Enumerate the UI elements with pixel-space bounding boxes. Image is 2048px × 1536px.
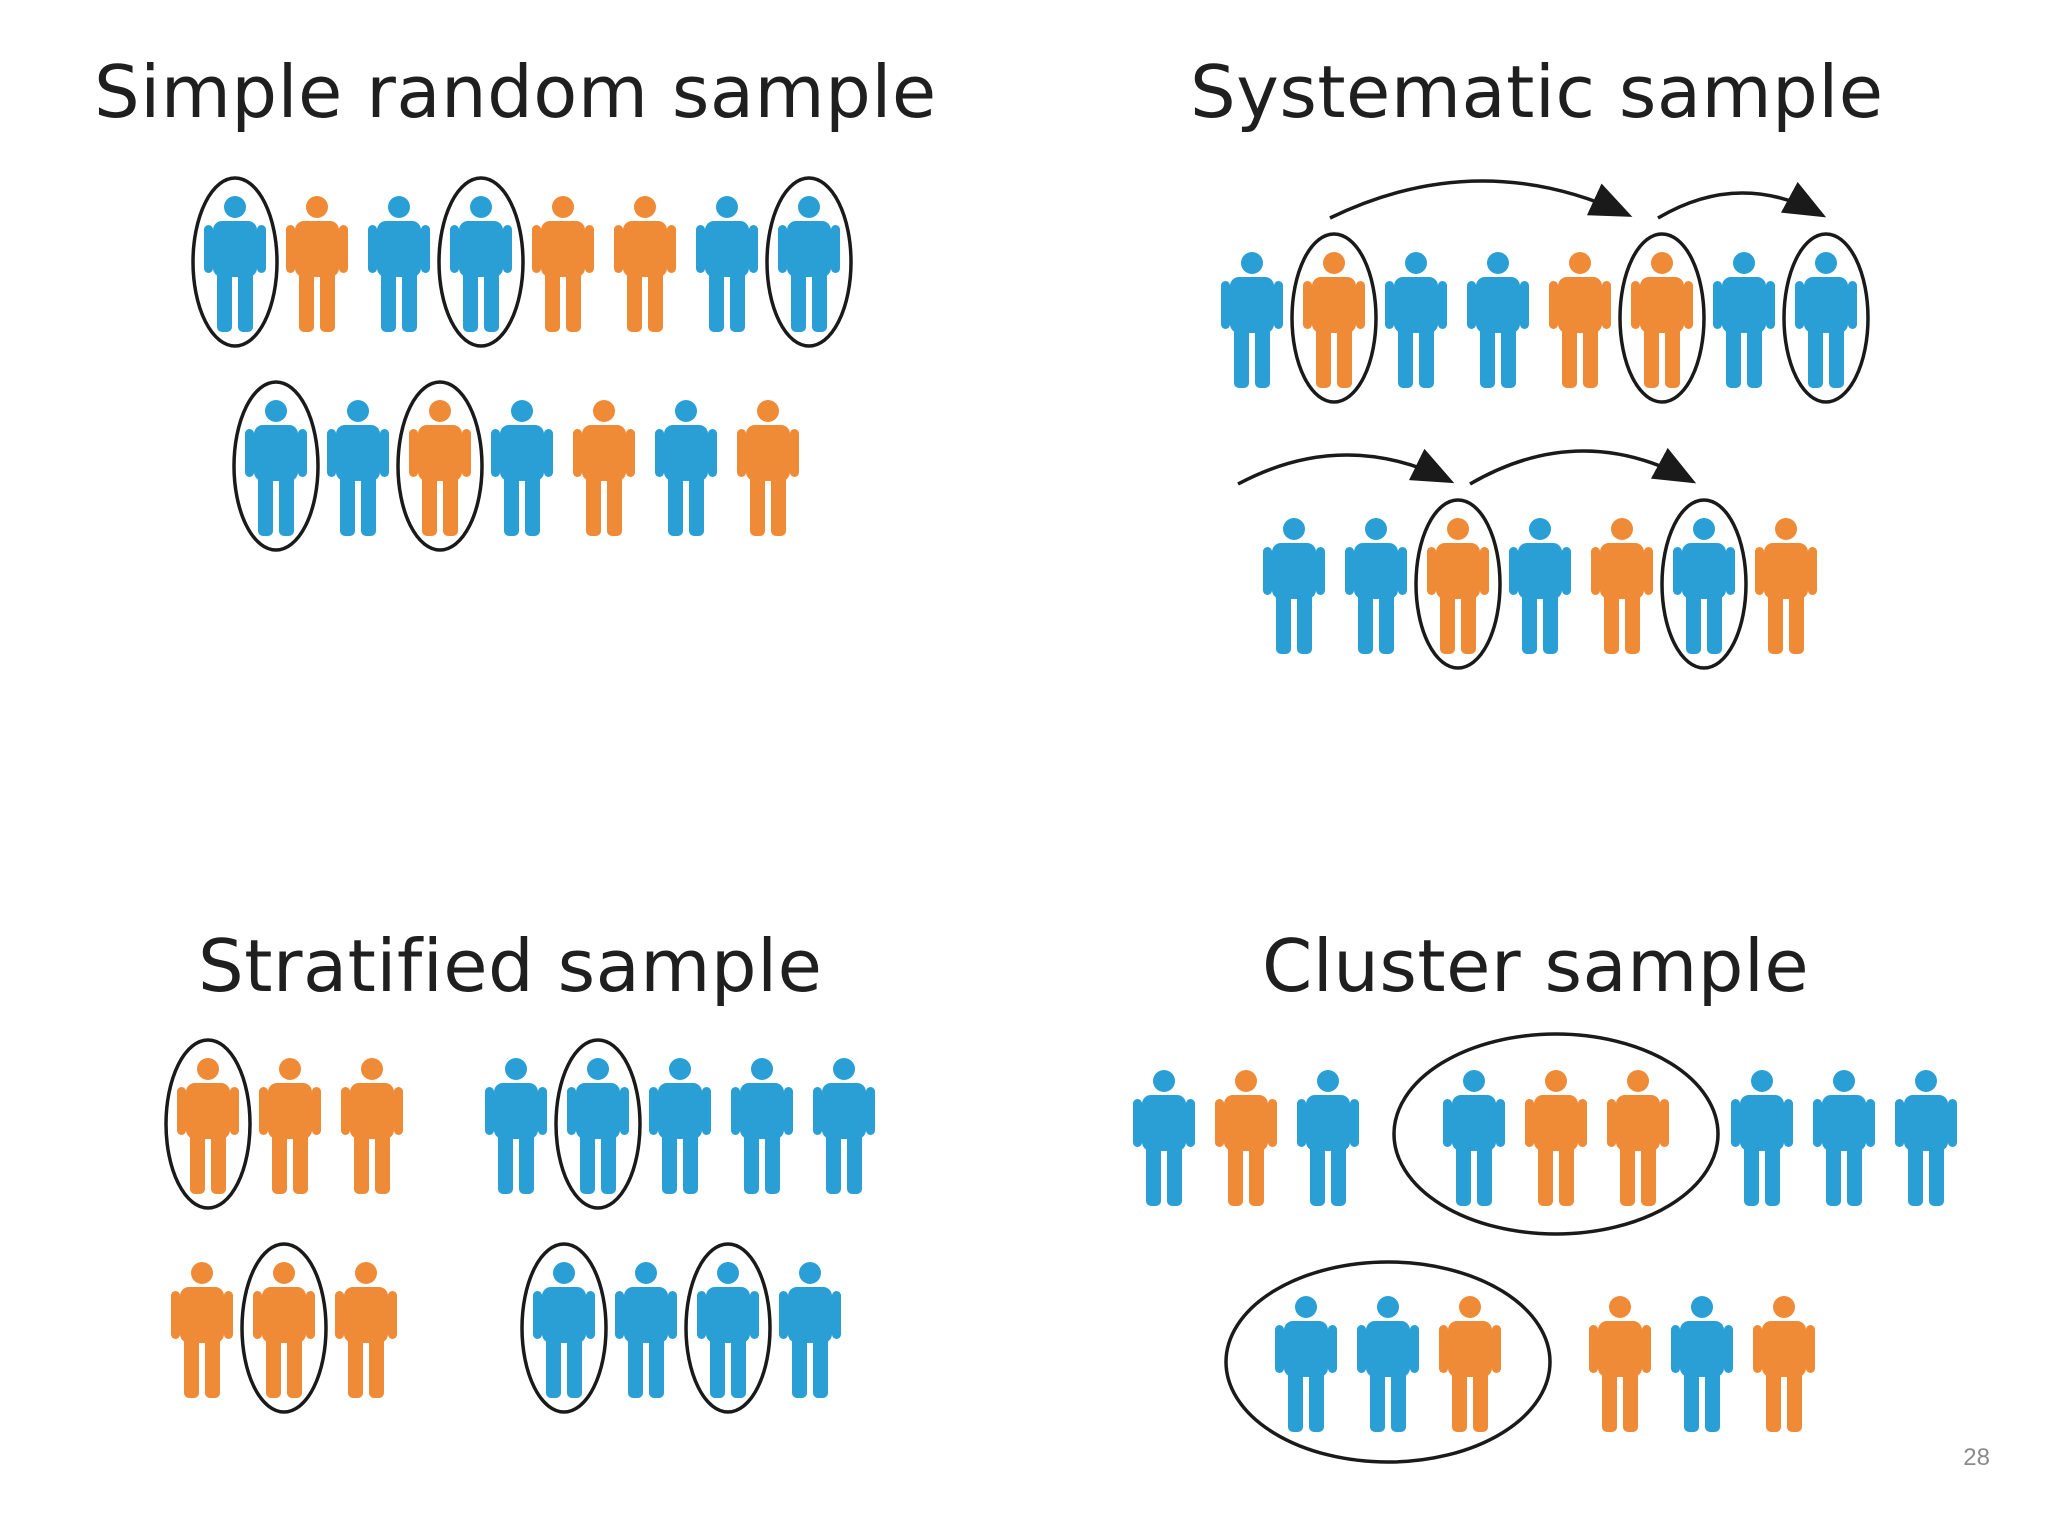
stratified-person-blue — [731, 1058, 793, 1194]
cluster-person-blue — [1357, 1296, 1419, 1432]
simple-random-person-blue — [368, 196, 430, 332]
systematic-arrow — [1329, 179, 1633, 220]
stratified-sample-title: Stratified sample — [198, 924, 823, 1008]
stratified-selection-ring — [240, 1242, 328, 1414]
cluster-person-orange — [1525, 1070, 1587, 1206]
stratified-selection-ring — [520, 1242, 608, 1414]
page-number: 28 — [1963, 1444, 1990, 1471]
systematic-person-orange — [1755, 518, 1817, 654]
cluster-person-blue — [1671, 1296, 1733, 1432]
stratified-person-blue — [533, 1262, 595, 1398]
systematic-selection-ring — [1290, 232, 1378, 404]
cluster-person-blue — [1813, 1070, 1875, 1206]
simple-random-person-blue — [778, 196, 840, 332]
simple-random-person-blue — [655, 400, 717, 536]
systematic-person-blue — [1221, 252, 1283, 388]
stratified-person-blue — [813, 1058, 875, 1194]
systematic-person-blue — [1467, 252, 1529, 388]
simple-random-sample-title: Simple random sample — [94, 50, 937, 134]
systematic-person-blue — [1673, 518, 1735, 654]
simple-random-person-blue — [696, 196, 758, 332]
systematic-person-blue — [1713, 252, 1775, 388]
simple-random-person-orange — [614, 196, 676, 332]
stratified-person-orange — [335, 1262, 397, 1398]
systematic-arrow — [1657, 181, 1827, 220]
systematic-person-blue — [1385, 252, 1447, 388]
simple-random-selection-ring — [232, 380, 320, 552]
systematic-person-blue — [1795, 252, 1857, 388]
cluster-person-orange — [1439, 1296, 1501, 1432]
stratified-person-orange — [253, 1262, 315, 1398]
stratified-selection-ring — [554, 1038, 642, 1210]
systematic-person-orange — [1631, 252, 1693, 388]
stratified-person-blue — [697, 1262, 759, 1398]
simple-random-person-blue — [450, 196, 512, 332]
simple-random-person-orange — [532, 196, 594, 332]
systematic-selection-ring — [1618, 232, 1706, 404]
stratified-person-blue — [485, 1058, 547, 1194]
cluster-person-orange — [1215, 1070, 1277, 1206]
systematic-person-blue — [1263, 518, 1325, 654]
cluster-person-blue — [1895, 1070, 1957, 1206]
stratified-person-blue — [779, 1262, 841, 1398]
cluster-person-blue — [1297, 1070, 1359, 1206]
stratified-person-orange — [177, 1058, 239, 1194]
stratified-person-orange — [341, 1058, 403, 1194]
systematic-sample-title: Systematic sample — [1190, 50, 1884, 134]
simple-random-selection-ring — [191, 176, 279, 348]
simple-random-person-blue — [327, 400, 389, 536]
systematic-person-orange — [1591, 518, 1653, 654]
systematic-person-orange — [1303, 252, 1365, 388]
simple-random-person-orange — [573, 400, 635, 536]
simple-random-selection-ring — [437, 176, 525, 348]
systematic-selection-ring — [1660, 498, 1748, 670]
stratified-person-blue — [649, 1058, 711, 1194]
systematic-person-blue — [1345, 518, 1407, 654]
stratified-selection-ring — [684, 1242, 772, 1414]
cluster-person-blue — [1133, 1070, 1195, 1206]
cluster-person-orange — [1753, 1296, 1815, 1432]
simple-random-person-orange — [286, 196, 348, 332]
cluster-selection-ring — [1392, 1032, 1720, 1236]
stratified-selection-ring — [164, 1038, 252, 1210]
simple-random-person-blue — [491, 400, 553, 536]
systematic-arrow — [1469, 447, 1697, 486]
systematic-selection-ring — [1414, 498, 1502, 670]
simple-random-person-orange — [409, 400, 471, 536]
cluster-person-orange — [1589, 1296, 1651, 1432]
systematic-person-orange — [1549, 252, 1611, 388]
simple-random-person-blue — [245, 400, 307, 536]
systematic-person-orange — [1427, 518, 1489, 654]
cluster-sample-title: Cluster sample — [1262, 924, 1810, 1008]
simple-random-selection-ring — [396, 380, 484, 552]
simple-random-person-blue — [204, 196, 266, 332]
systematic-arrow — [1237, 448, 1455, 486]
systematic-person-blue — [1509, 518, 1571, 654]
cluster-person-blue — [1443, 1070, 1505, 1206]
simple-random-person-orange — [737, 400, 799, 536]
cluster-person-blue — [1275, 1296, 1337, 1432]
stratified-person-orange — [171, 1262, 233, 1398]
stratified-person-orange — [259, 1058, 321, 1194]
cluster-person-blue — [1731, 1070, 1793, 1206]
stratified-person-blue — [567, 1058, 629, 1194]
simple-random-selection-ring — [765, 176, 853, 348]
cluster-person-orange — [1607, 1070, 1669, 1206]
cluster-selection-ring — [1224, 1260, 1552, 1464]
systematic-selection-ring — [1782, 232, 1870, 404]
stratified-person-blue — [615, 1262, 677, 1398]
